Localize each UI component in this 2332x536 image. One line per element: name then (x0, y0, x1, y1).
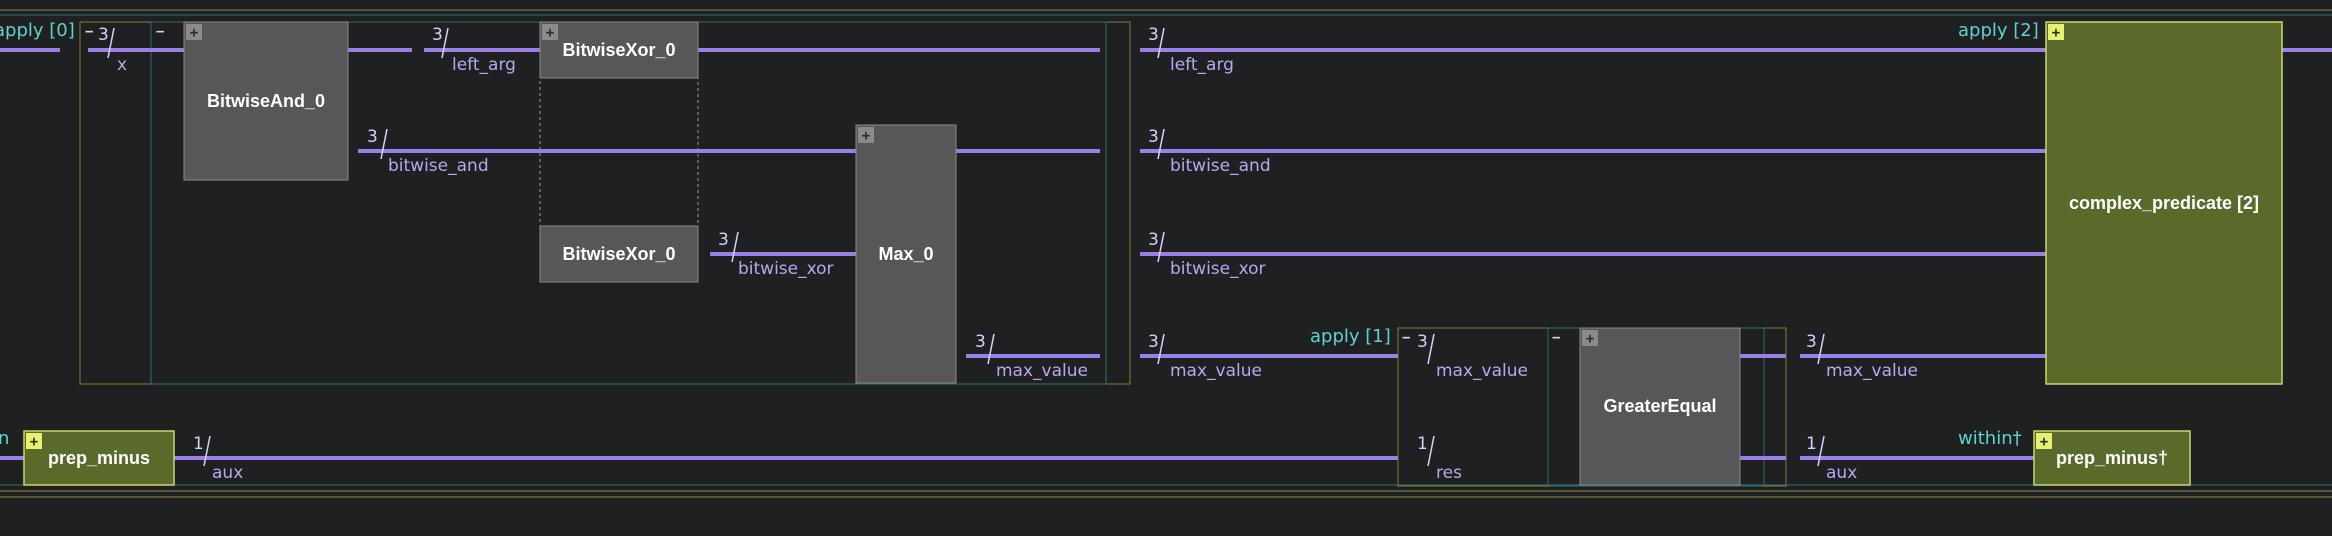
wire-label: x (117, 55, 127, 75)
collapse-button[interactable]: − (1552, 330, 1560, 346)
scope-label-apply0: apply [0] (0, 20, 75, 41)
gate-bitwise-xor-bottom[interactable]: BitwiseXor_0 (539, 225, 699, 283)
wires (0, 48, 2332, 460)
plus-icon: + (30, 434, 38, 450)
wire-width: 3 (98, 25, 109, 45)
wire-width: 3 (1417, 332, 1428, 352)
wire-width: 3 (1148, 332, 1159, 352)
wire-label: max_value (1170, 361, 1262, 381)
gate-greater-equal[interactable]: GreaterEqual (1579, 327, 1741, 486)
wire-label: max_value (996, 361, 1088, 381)
frame-lines (0, 9, 2332, 498)
wire-width: 3 (1148, 25, 1159, 45)
plus-icon: + (862, 128, 870, 144)
wire-width: 3 (975, 332, 986, 352)
scope-label-apply2: apply [2] (1958, 20, 2039, 41)
wire-width-ticks (107, 27, 1825, 467)
gate-bitwise-xor-top[interactable]: BitwiseXor_0 (539, 21, 699, 79)
expand-button[interactable]: + (186, 24, 202, 41)
expand-button[interactable]: + (2036, 433, 2052, 450)
wire-label: aux (1826, 463, 1857, 483)
scope-label-clipped: n (0, 428, 9, 449)
plus-icon: + (546, 25, 554, 41)
wire-label: bitwise_and (388, 156, 489, 176)
plus-icon: + (2052, 25, 2060, 41)
oracle-label: complex_predicate [2] (2069, 193, 2259, 213)
oracle-prep-minus-dagger[interactable]: prep_minus† (2033, 430, 2191, 486)
expand-button[interactable]: + (542, 24, 558, 41)
gate-label: Max_0 (878, 244, 933, 264)
wire-label: aux (212, 463, 243, 483)
gate-label: BitwiseXor_0 (562, 40, 675, 60)
wire-width: 1 (193, 434, 204, 454)
oracle-label: prep_minus† (2056, 448, 2168, 468)
wire-label: bitwise_xor (738, 259, 834, 279)
scope-label-within: within† (1958, 428, 2022, 449)
wire-label: max_value (1826, 361, 1918, 381)
expand-button[interactable]: + (26, 433, 42, 450)
collapse-button[interactable]: − (85, 24, 93, 40)
wire-label: bitwise_xor (1170, 259, 1266, 279)
expand-button[interactable]: + (1582, 330, 1598, 347)
wire-label: bitwise_and (1170, 156, 1271, 176)
plus-icon: + (190, 25, 198, 41)
wire-label: left_arg (452, 55, 516, 75)
expand-button[interactable]: + (2048, 24, 2064, 41)
wire-width: 3 (1148, 230, 1159, 250)
wire-width: 3 (367, 127, 378, 147)
gate-bitwise-and[interactable]: BitwiseAnd_0 (183, 21, 349, 181)
wire-label: left_arg (1170, 55, 1234, 75)
oracle-complex-predicate[interactable]: complex_predicate [2] (2045, 21, 2283, 385)
wire-label: res (1436, 463, 1462, 483)
wire-width: 1 (1806, 434, 1817, 454)
collapse-button[interactable]: − (1402, 330, 1410, 346)
wire-label: max_value (1436, 361, 1528, 381)
oracle-prep-minus[interactable]: prep_minus (23, 430, 175, 486)
plus-icon: + (2040, 434, 2048, 450)
gate-max[interactable]: Max_0 (855, 124, 957, 384)
gate-label: BitwiseAnd_0 (207, 91, 325, 111)
wire-width: 3 (718, 230, 729, 250)
wire-width: 3 (1806, 332, 1817, 352)
plus-icon: + (1586, 331, 1594, 347)
collapse-button[interactable]: − (156, 24, 164, 40)
expand-button[interactable]: + (858, 127, 874, 144)
wire-width: 3 (1148, 127, 1159, 147)
gate-label: GreaterEqual (1603, 396, 1716, 416)
oracle-label: prep_minus (48, 448, 150, 468)
gate-label: BitwiseXor_0 (562, 244, 675, 264)
wire-width: 3 (432, 25, 443, 45)
scope-label-apply1: apply [1] (1310, 326, 1391, 347)
wire-width: 1 (1417, 434, 1428, 454)
